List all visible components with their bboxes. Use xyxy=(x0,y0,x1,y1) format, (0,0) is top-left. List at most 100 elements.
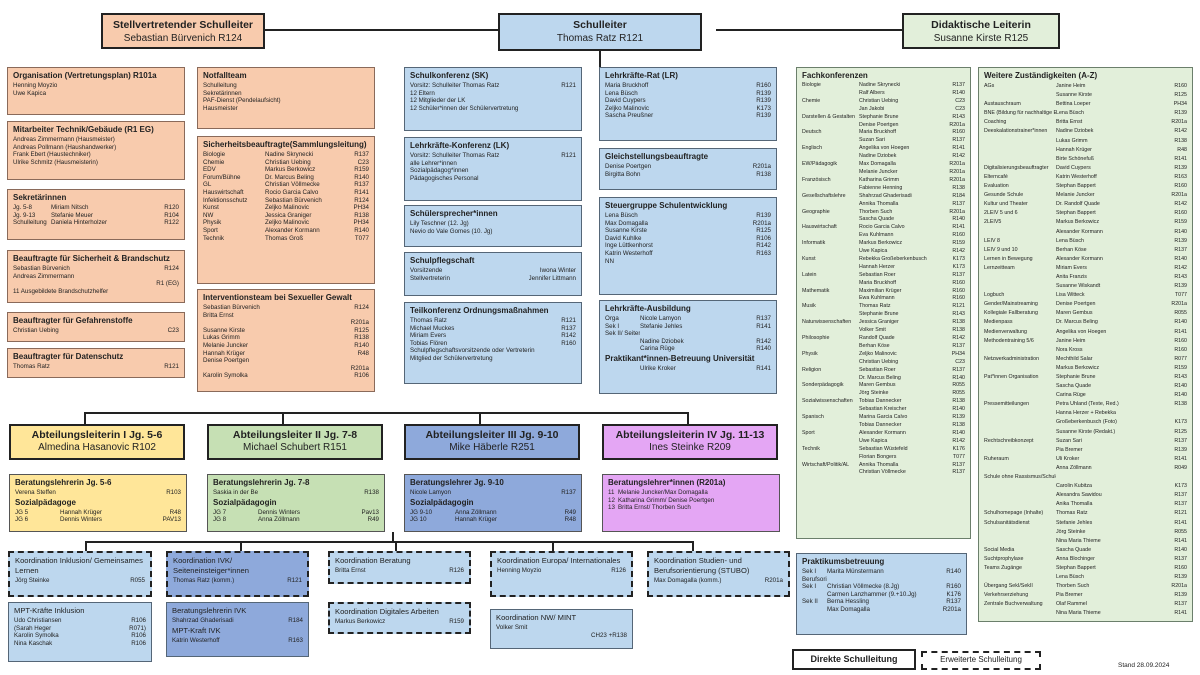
entry-cell: Informatik xyxy=(802,240,826,247)
info-box: Koordination Inklusion/ Gemeinsames Lern… xyxy=(8,551,152,597)
entry-cell: Alexander Kormann xyxy=(265,226,320,234)
stand-date: Stand 28.09.2024 xyxy=(1118,662,1170,669)
entry-cell: R139 xyxy=(756,97,771,105)
entry-cell: Britta Ernst xyxy=(1056,119,1083,126)
entry-row: 12 Eltern xyxy=(410,90,576,98)
entry-cell: R138 xyxy=(756,170,771,178)
entry-cell: R160 xyxy=(952,295,965,302)
entry-cell: K173 xyxy=(756,104,771,112)
entry-cell: Annika Thomalla xyxy=(859,200,899,207)
entry-cell: R141 xyxy=(354,188,369,196)
entry-cell: R201a xyxy=(1171,583,1187,590)
entry-cell: Berhan Köse xyxy=(859,342,890,349)
entry-cell: Thomas Ratz xyxy=(1056,510,1088,517)
entry-cell: NW xyxy=(203,211,214,219)
entry-cell: R071) xyxy=(129,624,146,632)
entry-cell: Medienverwaltung xyxy=(984,328,1027,335)
entry-cell: 13 xyxy=(608,504,615,512)
entry-cell: 12 Schüler*innen der Schülervertretung xyxy=(410,104,519,112)
entry-cell: Alexander Kormann xyxy=(1056,255,1103,262)
entry-row: Henning Moyzio R126 xyxy=(497,567,626,575)
entry-cell: Karolin Symolka xyxy=(203,372,248,380)
entry-cell: Katharina Grimm xyxy=(859,176,900,183)
entry-cell: 12 Eltern xyxy=(410,89,435,97)
entry-cell: R137 xyxy=(952,461,965,468)
entry-cell: (Sarah Heger xyxy=(14,624,52,632)
entry-cell: BNE (Bildung für nachhaltige Entwicklung… xyxy=(984,110,1056,117)
department-name: Almedina Hasanovic R102 xyxy=(38,442,156,453)
entry-cell: JG 5 xyxy=(15,508,29,516)
entry-cell: Jessica Graniger xyxy=(859,319,899,326)
entry-cell: R142 xyxy=(952,437,965,444)
entry-cell: R106 xyxy=(131,639,146,647)
entry-cell: 2LEIV 5 und 6 xyxy=(984,210,1018,217)
entry-cell: Medienpass xyxy=(984,319,1013,326)
entry-cell: Digitalisierungsbeauftragter xyxy=(984,164,1049,171)
entry-cell: Henning Moyzio xyxy=(497,567,542,574)
entry-cell: Stephan Bappert xyxy=(1056,210,1096,217)
entry-cell: Zeljko Malinovic xyxy=(265,204,310,212)
entry-cell: R137 xyxy=(354,181,369,189)
entry-cell: R137 xyxy=(1174,492,1187,499)
entry-cell: R126 xyxy=(611,567,626,574)
entry-cell: Saskia in der Beek xyxy=(213,489,258,496)
connector-line xyxy=(552,541,554,553)
entry-cell: Sek I xyxy=(802,583,817,591)
entry-cell: R126 xyxy=(449,567,464,574)
entry-cell: Ruheraum xyxy=(984,455,1009,462)
entry-cell: Schulpflegschaftsvorsitzende oder Vertre… xyxy=(410,347,535,355)
entry-cell: Dennis Winters xyxy=(258,508,300,516)
entry-cell: R160 xyxy=(1174,564,1187,571)
entry-cell: R137 xyxy=(946,598,961,606)
entry-cell: David Kuhlke xyxy=(605,234,642,242)
entry-cell: Nadine Skrynecki xyxy=(265,151,314,158)
entry-cell: R142 xyxy=(952,335,965,341)
entry-cell: Sonderpädagogik xyxy=(802,382,844,389)
entry-cell: Zeljko Malinovic xyxy=(605,104,650,112)
entry-cell: Britta Ernst xyxy=(203,311,234,319)
entry-row: Schulleitung xyxy=(203,82,369,90)
entry-cell: Schulhomepage (Inhalte) xyxy=(984,510,1044,517)
entry-cell: R160 xyxy=(1174,346,1187,353)
entry-cell: Max Domagalla (komm.) xyxy=(654,577,722,584)
entry-cell: R48 xyxy=(357,349,369,357)
entry-cell: R137 xyxy=(561,324,576,332)
entry-cell: Melanie Juncker xyxy=(859,168,898,175)
entry-cell: Christian Völlmecke xyxy=(859,469,906,476)
box-title: Sicherheitsbeauftragte(Sammlungsleitung) xyxy=(203,140,367,149)
entry-cell: EW/Pädagogik xyxy=(802,161,838,168)
entry-cell: R201a xyxy=(942,605,961,613)
entry-cell: Religion xyxy=(802,366,822,373)
entry-cell: R140 xyxy=(946,568,961,575)
box-title: Notfallteam xyxy=(203,71,247,80)
